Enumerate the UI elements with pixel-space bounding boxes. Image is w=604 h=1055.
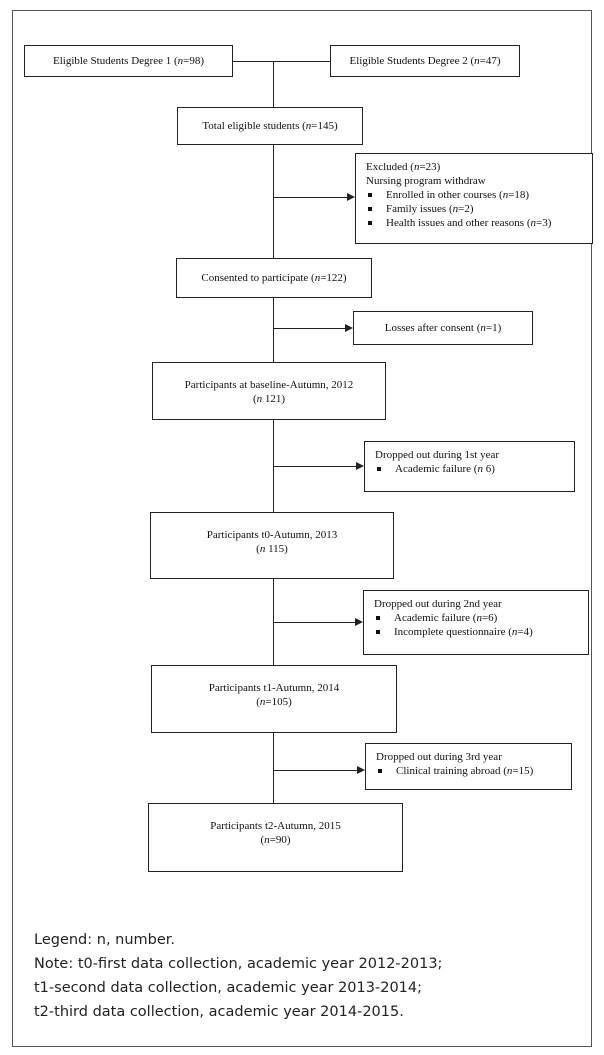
- box-t0: Participants t0-Autumn, 2013 (n 115): [150, 512, 394, 579]
- list-item: Family issues (n=2): [366, 202, 584, 216]
- list-item: Incomplete questionnaire (n=4): [374, 625, 580, 639]
- connector-year3: [273, 770, 357, 771]
- bullet-icon: [377, 467, 381, 471]
- arrow-year3: [357, 766, 365, 774]
- box-dropped-year1: Dropped out during 1st year Academic fai…: [364, 441, 575, 492]
- bullet-icon: [368, 221, 372, 225]
- box-baseline: Participants at baseline-Autumn, 2012 (n…: [152, 362, 386, 420]
- box-degree2: Eligible Students Degree 2 (n=47): [330, 45, 520, 77]
- box-dropped-year2: Dropped out during 2nd year Academic fai…: [363, 590, 589, 655]
- arrow-year2: [355, 618, 363, 626]
- box-t2: Participants t2-Autumn, 2015 (n=90): [148, 803, 403, 872]
- box-total-eligible: Total eligible students (n=145): [177, 107, 363, 145]
- connector-losses: [273, 328, 345, 329]
- box-dropped-year3: Dropped out during 3rd year Clinical tra…: [365, 743, 572, 790]
- bullet-icon: [368, 207, 372, 211]
- list-item: Enrolled in other courses (n=18): [366, 188, 584, 202]
- bullet-icon: [376, 616, 380, 620]
- box-consented: Consented to participate (n=122): [176, 258, 372, 298]
- arrow-losses: [345, 324, 353, 332]
- connector-top-horizontal: [232, 61, 330, 62]
- list-item: Clinical training abroad (n=15): [376, 764, 563, 778]
- list-item: Academic failure (n 6): [375, 462, 566, 476]
- box-degree1: Eligible Students Degree 1 (n=98): [24, 45, 233, 77]
- box-excluded: Excluded (n=23) Nursing program withdraw…: [355, 153, 593, 244]
- arrow-excluded: [347, 193, 355, 201]
- bullet-icon: [378, 769, 382, 773]
- box-losses: Losses after consent (n=1): [353, 311, 533, 345]
- connector-excluded: [273, 197, 347, 198]
- arrow-year1: [356, 462, 364, 470]
- connector-year1: [273, 466, 356, 467]
- bullet-icon: [368, 193, 372, 197]
- list-item: Health issues and other reasons (n=3): [366, 216, 584, 230]
- box-t1: Participants t1-Autumn, 2014 (n=105): [151, 665, 397, 733]
- list-item: Academic failure (n=6): [374, 611, 580, 625]
- connector-year2: [273, 622, 355, 623]
- connector-main-vertical: [273, 61, 274, 803]
- figure-legend: Legend: n, number. Note: t0-first data c…: [34, 932, 443, 1020]
- bullet-icon: [376, 630, 380, 634]
